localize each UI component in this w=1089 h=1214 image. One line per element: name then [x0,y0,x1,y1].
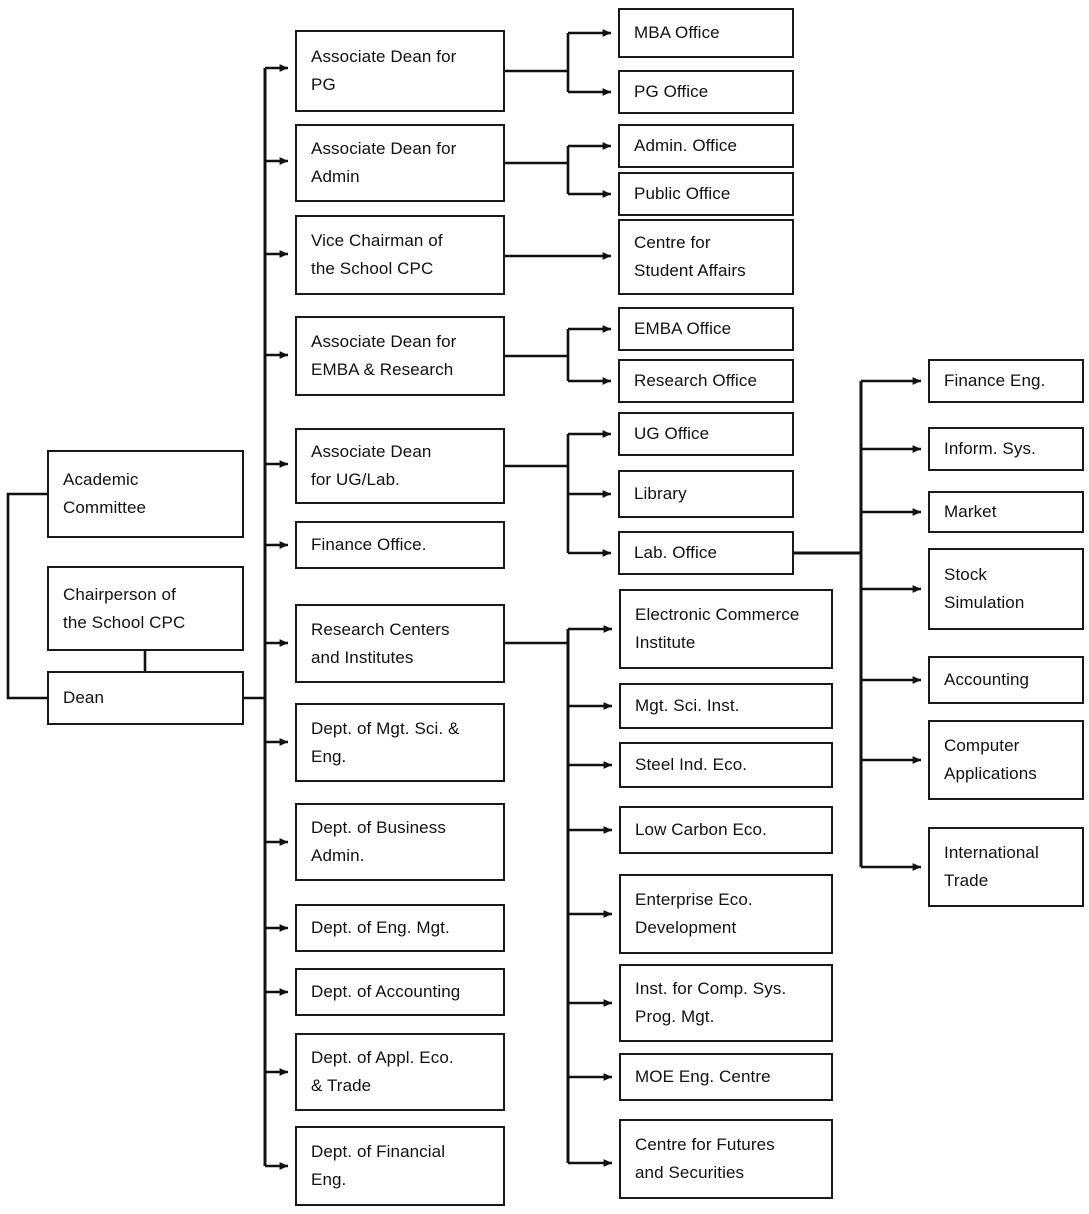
node-label: Admin. Office [634,136,738,156]
node-electronic-commerce-institute[interactable]: Electronic Commerce Institute [619,589,833,669]
node-label: Research Centers and Institutes [311,619,450,667]
node-accounting[interactable]: Accounting [928,656,1084,704]
node-mgt-sci-inst[interactable]: Mgt. Sci. Inst. [619,683,833,729]
node-steel-ind-eco[interactable]: Steel Ind. Eco. [619,742,833,788]
node-label: Steel Ind. Eco. [635,755,748,775]
node-label: Centre for Student Affairs [634,233,746,280]
node-label: Computer Applications [944,736,1037,783]
node-research-office[interactable]: Research Office [618,359,794,403]
node-label: Public Office [634,184,731,204]
node-stock-simulation[interactable]: Stock Simulation [928,548,1084,630]
node-low-carbon-eco[interactable]: Low Carbon Eco. [619,806,833,854]
node-dept-mgt-sci-eng[interactable]: Dept. of Mgt. Sci. & Eng. [295,703,505,782]
node-label: Inform. Sys. [944,439,1036,459]
node-inst-comp-sys-prog-mgt[interactable]: Inst. for Comp. Sys. Prog. Mgt. [619,964,833,1042]
node-label: MBA Office [634,23,720,43]
node-label: Vice Chairman of the School CPC [311,231,443,278]
node-label: Market [944,502,997,522]
node-dean[interactable]: Dean [47,671,244,725]
node-label: Associate Dean for PG [311,47,457,94]
node-label: Dept. of Appl. Eco. & Trade [311,1048,454,1095]
node-moe-eng-centre[interactable]: MOE Eng. Centre [619,1053,833,1101]
node-chairperson-cpc[interactable]: Chairperson of the School CPC [47,566,244,651]
node-label: Centre for Futures and Securities [635,1135,775,1182]
node-admin-office[interactable]: Admin. Office [618,124,794,168]
node-dept-business-admin[interactable]: Dept. of Business Admin. [295,803,505,881]
node-label: Dean [63,688,105,708]
node-label: International Trade [944,843,1039,890]
node-label: Dept. of Mgt. Sci. & Eng. [311,718,460,766]
node-international-trade[interactable]: International Trade [928,827,1084,907]
node-label: Dept. of Accounting [311,982,461,1002]
node-label: MOE Eng. Centre [635,1067,771,1087]
node-label: Research Office [634,371,758,391]
node-label: Mgt. Sci. Inst. [635,696,740,716]
node-label: Associate Dean for Admin [311,139,457,186]
node-label: Low Carbon Eco. [635,820,767,840]
node-label: Accounting [944,670,1030,690]
node-label: Academic Committee [63,470,147,517]
node-label: Chairperson of the School CPC [63,584,186,632]
node-label: Enterprise Eco. Development [635,890,753,937]
node-computer-applications[interactable]: Computer Applications [928,720,1084,800]
node-finance-office[interactable]: Finance Office. [295,521,505,569]
node-label: PG Office [634,82,709,102]
node-vice-chairman-cpc[interactable]: Vice Chairman of the School CPC [295,215,505,295]
node-dept-financial-eng[interactable]: Dept. of Financial Eng. [295,1126,505,1206]
node-label: Library [634,484,687,504]
node-dept-appl-eco-trade[interactable]: Dept. of Appl. Eco. & Trade [295,1033,505,1111]
node-dept-eng-mgt[interactable]: Dept. of Eng. Mgt. [295,904,505,952]
node-label: EMBA Office [634,319,732,339]
node-associate-dean-pg[interactable]: Associate Dean for PG [295,30,505,112]
node-dept-accounting[interactable]: Dept. of Accounting [295,968,505,1016]
node-label: Inst. for Comp. Sys. Prog. Mgt. [635,979,787,1026]
node-inform-sys[interactable]: Inform. Sys. [928,427,1084,471]
node-ug-office[interactable]: UG Office [618,412,794,456]
node-library[interactable]: Library [618,470,794,518]
node-pg-office[interactable]: PG Office [618,70,794,114]
node-label: Dept. of Financial Eng. [311,1142,446,1189]
node-label: Associate Dean for UG/Lab. [311,442,432,489]
node-label: Dept. of Business Admin. [311,818,446,865]
node-label: Dept. of Eng. Mgt. [311,918,450,938]
node-mba-office[interactable]: MBA Office [618,8,794,58]
node-label: Associate Dean for EMBA & Research [311,332,457,379]
node-centre-student-affairs[interactable]: Centre for Student Affairs [618,219,794,295]
node-label: Finance Office. [311,535,427,555]
node-centre-futures-securities[interactable]: Centre for Futures and Securities [619,1119,833,1199]
node-academic-committee[interactable]: Academic Committee [47,450,244,538]
node-associate-dean-ug-lab[interactable]: Associate Dean for UG/Lab. [295,428,505,504]
node-label: UG Office [634,424,710,444]
node-associate-dean-emba[interactable]: Associate Dean for EMBA & Research [295,316,505,396]
node-label: Lab. Office [634,543,718,563]
node-label: Electronic Commerce Institute [635,605,800,652]
node-label: Finance Eng. [944,371,1046,391]
node-finance-eng[interactable]: Finance Eng. [928,359,1084,403]
wire-academic-committee-dean [6,492,47,700]
node-label: Stock Simulation [944,565,1025,612]
node-public-office[interactable]: Public Office [618,172,794,216]
node-enterprise-eco-development[interactable]: Enterprise Eco. Development [619,874,833,954]
node-research-centers-institutes[interactable]: Research Centers and Institutes [295,604,505,683]
node-market[interactable]: Market [928,491,1084,533]
node-lab-office[interactable]: Lab. Office [618,531,794,575]
node-associate-dean-admin[interactable]: Associate Dean for Admin [295,124,505,202]
node-emba-office[interactable]: EMBA Office [618,307,794,351]
